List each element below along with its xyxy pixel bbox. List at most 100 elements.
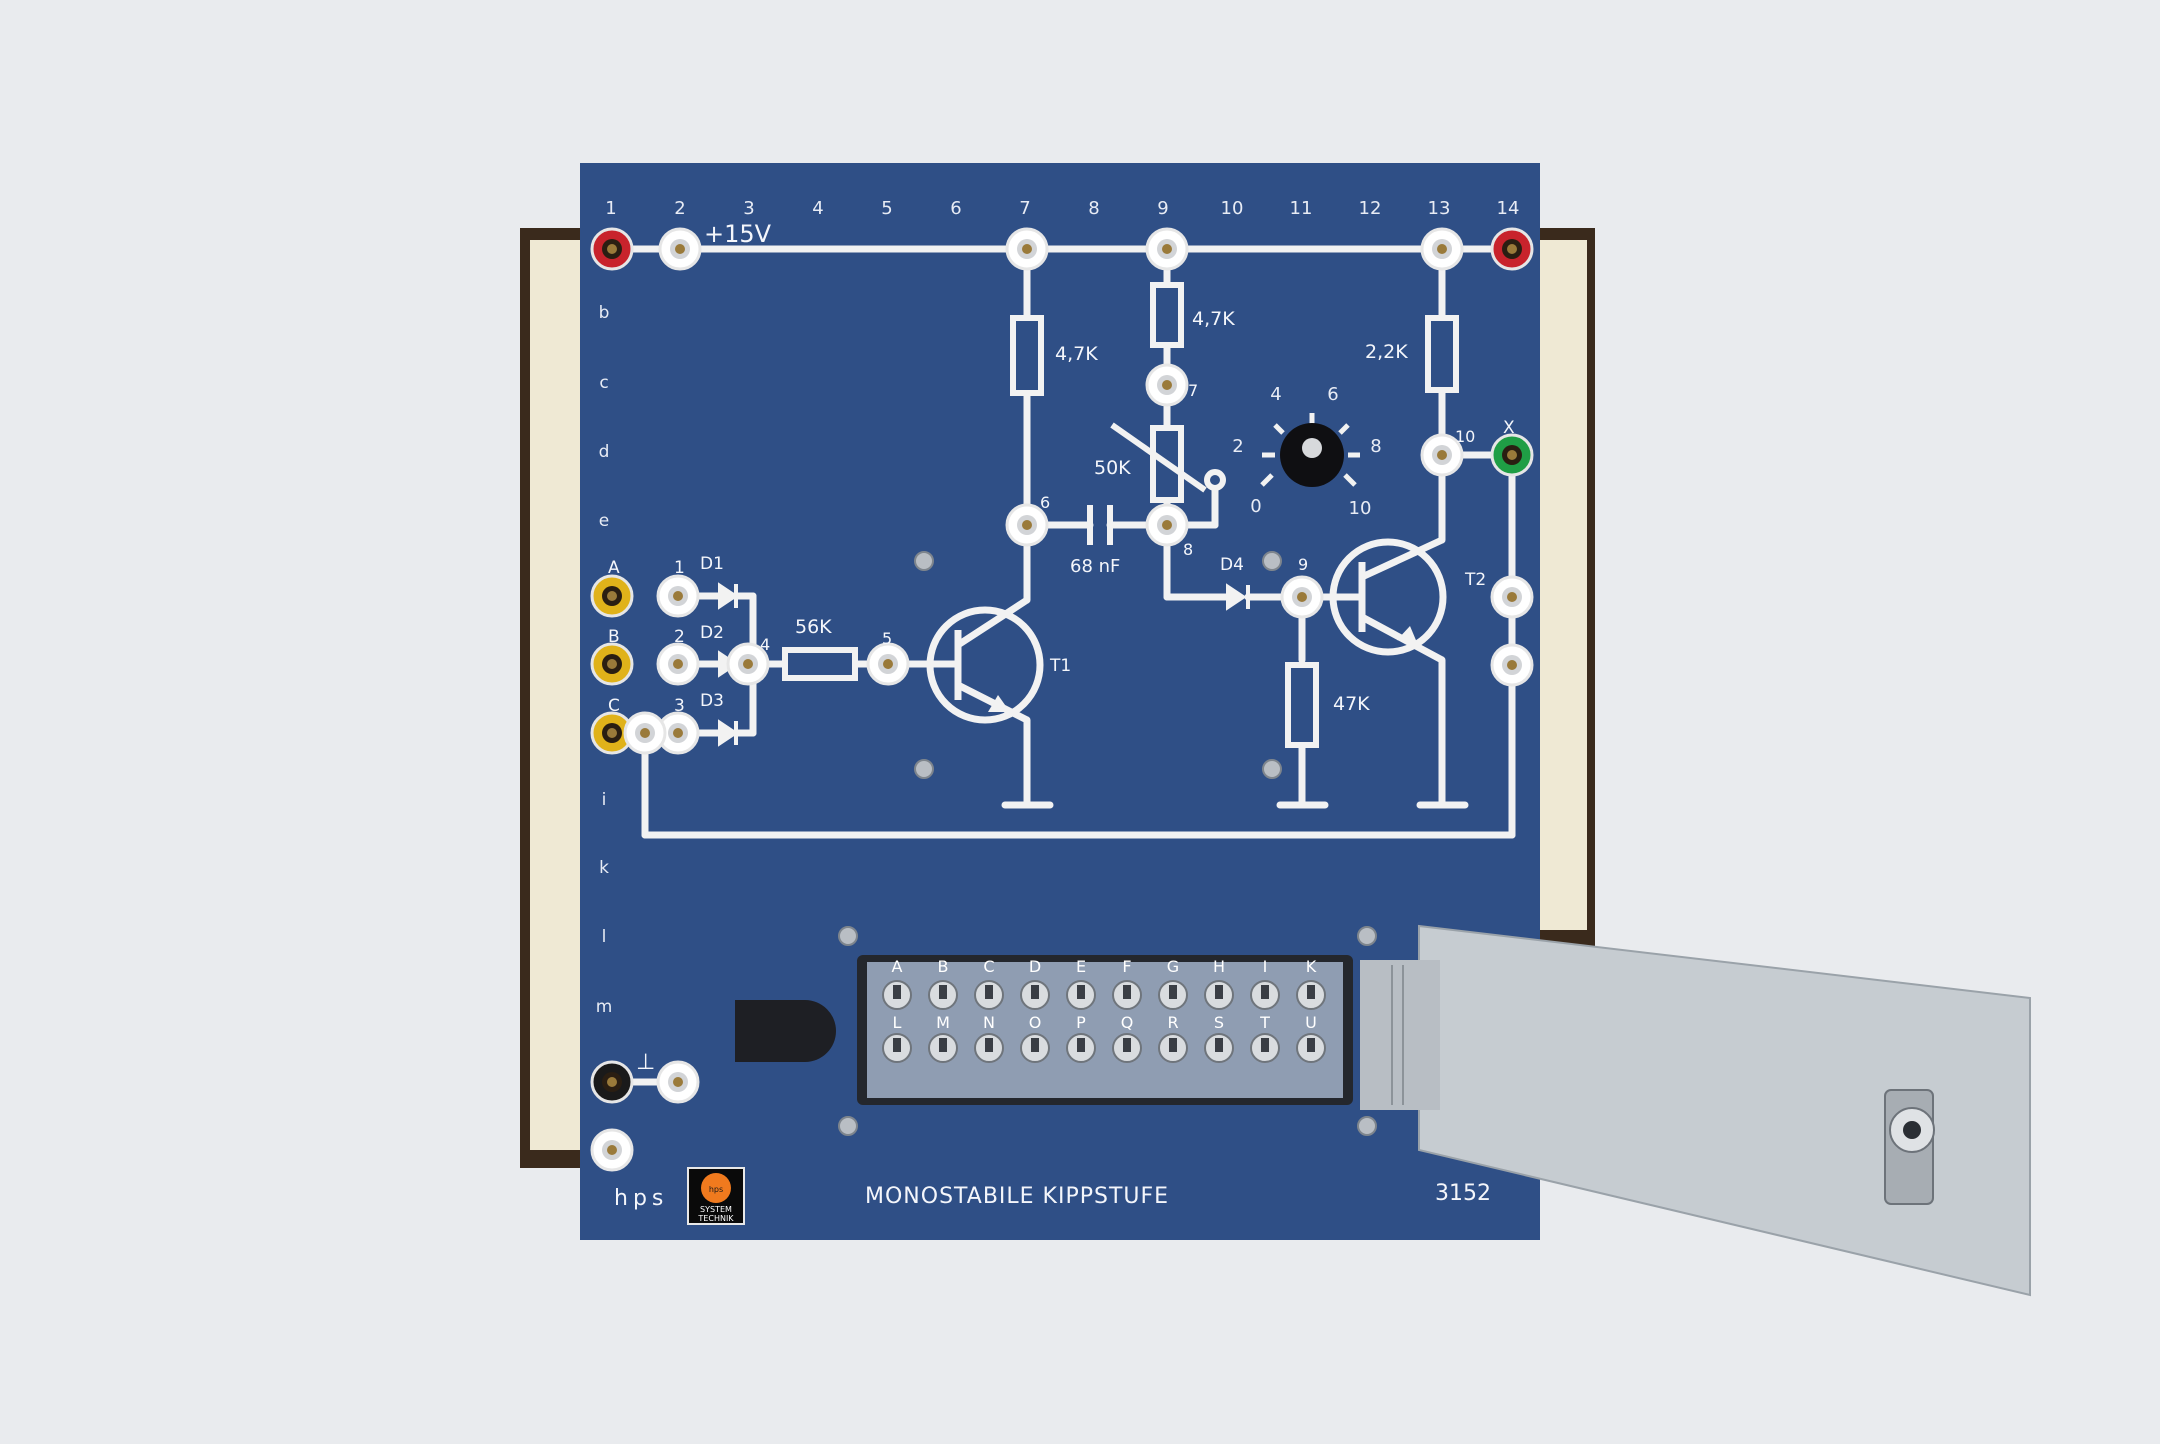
column-number: 1 [605,198,616,219]
column-number: 9 [1157,198,1168,219]
resistor-symbol [782,282,1459,748]
switch-bottom-label: L [893,1013,902,1032]
toggle-switch[interactable] [1020,1033,1050,1063]
resistor-r3-label: 2,2K [1365,341,1408,363]
logo-top-text: hps [709,1185,723,1194]
model-number: 3152 [1435,1181,1491,1206]
toggle-switch[interactable] [974,980,1004,1010]
hinged-lid[interactable] [1360,924,2031,1297]
diode-d4-label: D4 [1220,555,1244,575]
resistor-56k-label: 56K [795,616,832,638]
banana-jack[interactable] [1490,227,1534,271]
toggle-switch[interactable] [1112,1033,1142,1063]
banana-jack[interactable] [590,642,634,686]
switch-top-label: F [1122,957,1131,976]
switch-top-label: D [1029,957,1041,976]
node-7-label: 7 [1188,381,1198,400]
dial-scale-mark: 8 [1370,436,1381,457]
toggle-switch[interactable] [1158,980,1188,1010]
toggle-switch[interactable] [1296,980,1326,1010]
hinge-icon [1360,960,1440,1110]
banana-jack[interactable] [1005,227,1049,271]
banana-jack[interactable] [590,227,634,271]
lock-icon[interactable] [1884,1089,1935,1205]
toggle-switch[interactable] [1296,1033,1326,1063]
screw-icon [838,551,1377,1136]
supply-label: +15V [704,220,772,248]
toggle-switch[interactable] [1112,980,1142,1010]
banana-jack[interactable] [1490,643,1534,687]
switch-bottom-label: S [1214,1013,1224,1032]
toggle-switch[interactable] [1066,1033,1096,1063]
toggle-switch[interactable] [882,1033,912,1063]
toggle-switch[interactable] [882,980,912,1010]
toggle-switch[interactable] [1204,980,1234,1010]
node-5-label: 5 [882,629,892,648]
banana-jack[interactable] [1145,363,1189,407]
banana-jack[interactable] [1145,227,1189,271]
banana-jack[interactable] [590,711,634,755]
ground-label: ⊥ [636,1050,655,1075]
diode-d1-label: D1 [700,554,724,574]
logo-bottom-text-1: SYSTEM [700,1205,732,1214]
resistor-r1-label: 4,7K [1055,343,1098,365]
column-number: 11 [1290,198,1313,219]
banana-jack[interactable] [726,642,770,686]
banana-jack[interactable] [623,711,667,755]
dial-knob[interactable] [1260,413,1360,487]
banana-jack[interactable] [1280,575,1324,619]
toggle-switch[interactable] [1250,980,1280,1010]
input-a-label: A [608,558,620,578]
board-title: MONOSTABILE KIPPSTUFE [865,1184,1169,1209]
transistor-t1-label: T1 [1049,656,1071,676]
banana-jack[interactable] [656,642,700,686]
switch-bottom-label: R [1167,1013,1178,1032]
banana-jack[interactable] [658,227,702,271]
toggle-switch[interactable] [1250,1033,1280,1063]
banana-jack[interactable] [590,1128,634,1172]
banana-jack[interactable] [656,1060,700,1104]
banana-jack[interactable] [1145,503,1189,547]
banana-jack[interactable] [866,642,910,686]
toggle-switch[interactable] [1020,980,1050,1010]
output-x-label: X [1503,418,1515,438]
column-number: 14 [1497,198,1520,219]
banana-jack[interactable] [590,574,634,618]
column-number: 10 [1221,198,1244,219]
banana-jack[interactable] [1490,433,1534,477]
toggle-switch[interactable] [928,980,958,1010]
input-3-label: 3 [674,696,685,716]
resistor-r2-label: 4,7K [1192,308,1235,330]
banana-jack[interactable] [1490,575,1534,619]
toggle-switch[interactable] [1158,1033,1188,1063]
input-1-label: 1 [674,558,685,578]
banana-jack[interactable] [590,1060,634,1104]
switch-bottom-label: N [983,1013,995,1032]
node-8-label: 8 [1183,540,1193,559]
toggle-switch[interactable] [1066,980,1096,1010]
switch-bottom-label: P [1076,1013,1086,1032]
row-letter: b [599,303,610,323]
switch-top-label: B [938,957,949,976]
switch-top-label: C [983,957,994,976]
toggle-switches[interactable] [882,980,1326,1063]
banana-jack[interactable] [1420,433,1464,477]
banana-jack[interactable] [1420,227,1464,271]
toggle-switch[interactable] [1204,1033,1234,1063]
toggle-switch[interactable] [928,1033,958,1063]
brand-text: hps [614,1186,668,1211]
node-10-label: 10 [1455,427,1475,446]
banana-jack[interactable] [656,711,700,755]
toggle-switch[interactable] [974,1033,1004,1063]
banana-jacks[interactable] [590,227,1534,1172]
pot-label: 50K [1094,457,1131,479]
row-letter: c [599,373,608,393]
row-letter: e [599,511,609,531]
input-2-label: 2 [674,627,685,647]
banana-jack[interactable] [656,574,700,618]
column-number: 12 [1359,198,1382,219]
banana-jack[interactable] [1005,503,1049,547]
node-9-label: 9 [1298,555,1308,574]
